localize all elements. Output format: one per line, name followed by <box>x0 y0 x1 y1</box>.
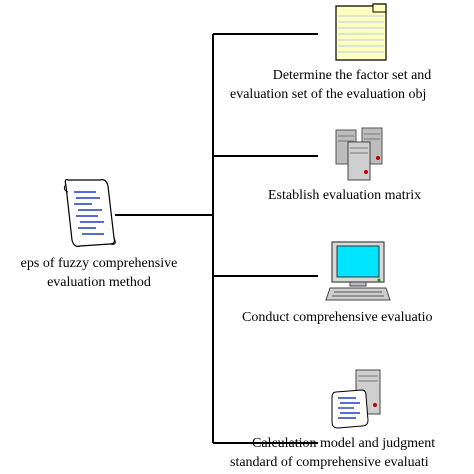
folder-notepad-icon <box>335 3 387 61</box>
computer-monitor-icon <box>325 241 391 301</box>
step-4-label-line-2: standard of comprehensive evaluati <box>230 455 429 470</box>
step-3-label-line-1: Conduct comprehensive evaluatio <box>242 310 433 325</box>
root-label-line-1: eps of fuzzy comprehensive <box>20 256 178 271</box>
step-2-label: Establish evaluation matrix <box>268 186 474 205</box>
step-1-label: Determine the factor set and evaluation … <box>230 66 474 104</box>
step-1-label-line-2: evaluation set of the evaluation obj <box>230 87 427 102</box>
step-2-label-line-1: Establish evaluation matrix <box>268 188 422 203</box>
step-4-label: Calculation model and judgment standard … <box>230 434 474 472</box>
server-cluster-icon <box>335 127 383 181</box>
root-label: eps of fuzzy comprehensive evaluation me… <box>0 254 198 292</box>
step-1-label-line-1: Determine the factor set and <box>272 68 432 83</box>
connector-lines <box>115 33 318 444</box>
document-server-icon <box>331 369 381 429</box>
root-label-line-2: evaluation method <box>47 275 151 290</box>
step-4-label-line-1: Calculation model and judgment <box>252 436 436 451</box>
scroll-document-icon <box>63 179 116 247</box>
step-3-label: Conduct comprehensive evaluatio <box>242 308 474 327</box>
